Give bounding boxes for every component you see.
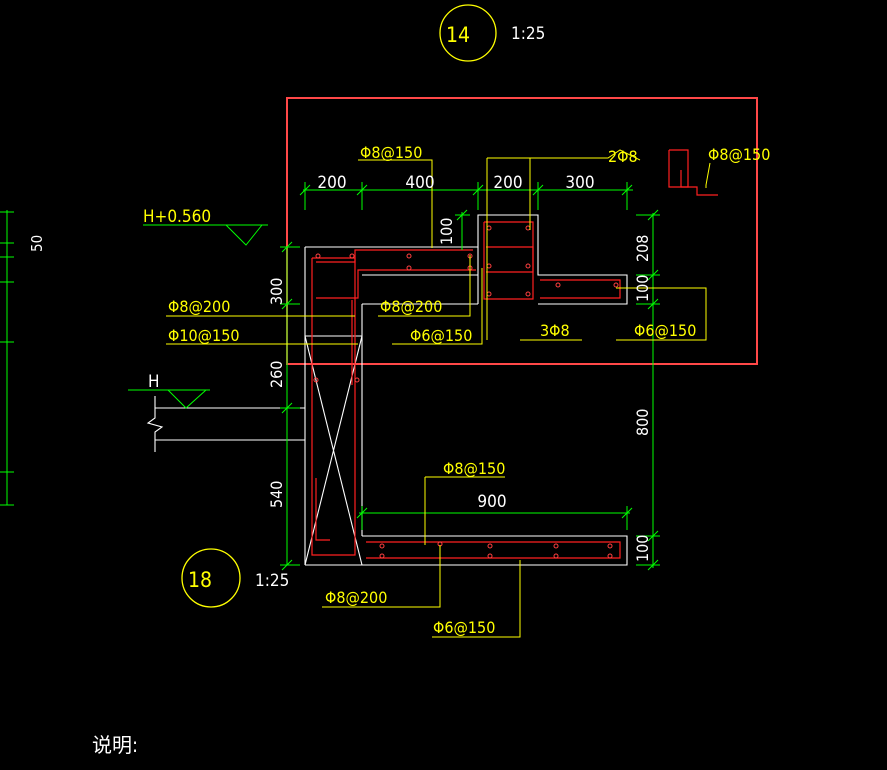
- rebar-label-3phi8: 3Φ8: [540, 321, 570, 340]
- detail-number: 14: [446, 23, 470, 47]
- dim-400: 400: [405, 173, 434, 193]
- rebar-lines: [311, 149, 718, 559]
- rebar-label-left-1: Φ8@200: [168, 297, 230, 316]
- dim-300-left: 300: [267, 278, 286, 305]
- rebar-label-corner: Φ8@150: [708, 145, 770, 164]
- rebar-label-bottom-right: Φ6@150: [433, 618, 495, 637]
- highlight-box: [286, 97, 758, 365]
- dim-50: 50: [28, 235, 46, 252]
- rebar-label-top: Φ8@150: [360, 143, 422, 162]
- detail-marker-circle-bottom: [181, 548, 241, 608]
- rebar-label-bottom-top: Φ8@150: [443, 459, 505, 478]
- detail-scale-bottom: 1:25: [255, 571, 289, 591]
- dimension-lines: [128, 182, 660, 571]
- rebar-label-left-2: Φ10@150: [168, 326, 240, 345]
- detail-number-bottom: 18: [188, 568, 212, 592]
- rebar-label-mid-1: Φ8@200: [380, 297, 442, 316]
- dim-200-mid: 200: [493, 173, 522, 193]
- rebar-label-bottom-left: Φ8@200: [325, 588, 387, 607]
- dim-100-right: 100: [633, 275, 652, 302]
- rebar-dots: [313, 225, 619, 559]
- dim-260: 260: [267, 361, 286, 388]
- rebar-label-2phi8: 2Φ8: [608, 147, 638, 166]
- rebar-label-mid-2: Φ6@150: [410, 326, 472, 345]
- rebar-label-right: Φ6@150: [634, 321, 696, 340]
- dim-208: 208: [633, 235, 652, 262]
- dim-900: 900: [477, 492, 506, 512]
- elevation-lower: H: [148, 372, 160, 392]
- dim-540: 540: [267, 481, 286, 508]
- dim-100-bottom: 100: [633, 535, 652, 562]
- left-dimension-strip: [0, 210, 14, 506]
- elevation-upper: H+0.560: [143, 207, 211, 227]
- dim-300-right: 300: [565, 173, 594, 193]
- leader-lines: [166, 149, 711, 638]
- detail-scale: 1:25: [511, 24, 545, 44]
- detail-marker-circle: [439, 4, 497, 62]
- dim-100-top: 100: [437, 218, 456, 245]
- dim-200-left: 200: [317, 173, 346, 193]
- note-label: 说明:: [92, 733, 138, 757]
- dim-800: 800: [633, 409, 652, 436]
